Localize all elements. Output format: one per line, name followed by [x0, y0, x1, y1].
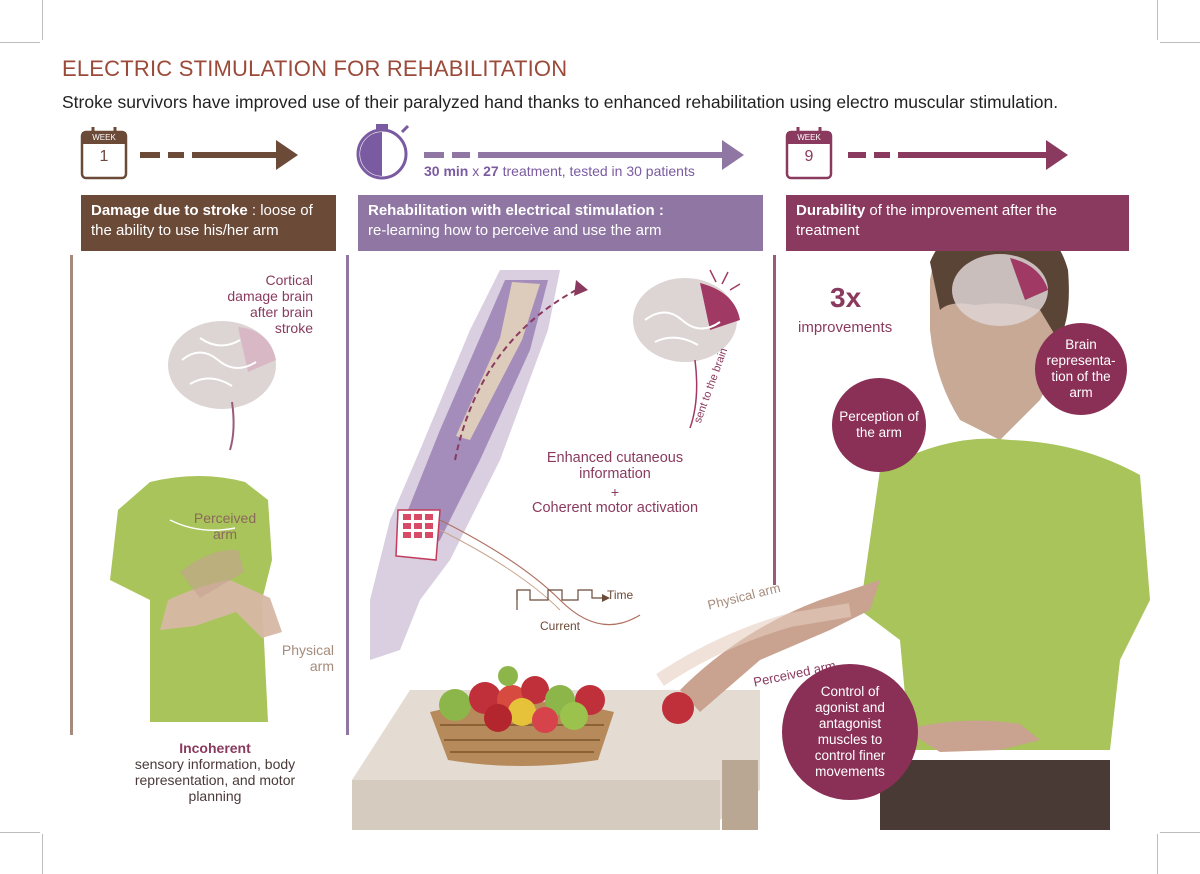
- page-title: ELECTRIC STIMULATION FOR REHABILITATION: [62, 56, 568, 81]
- brain-icon: [168, 321, 276, 451]
- fruit-basket: [430, 666, 614, 766]
- arrow-head: [276, 140, 298, 170]
- week-1-label: WEEK: [92, 133, 116, 142]
- crop-mark: [1160, 832, 1200, 833]
- arm-illustration: [370, 270, 641, 660]
- banner-damage-bold: Damage due to stroke: [91, 202, 248, 219]
- crop-mark: [1160, 42, 1200, 43]
- calendar-icon: [80, 127, 128, 180]
- brain-representation-circle: Brain representa-tion of the arm: [1035, 323, 1127, 415]
- improvement-value: 3x: [830, 282, 862, 313]
- banner-rehab: Rehabilitation with electrical stimulati…: [358, 195, 763, 251]
- control-circle: Control of agonist and antagonist muscle…: [782, 664, 918, 800]
- incoherent-rest: sensory information, body representation…: [134, 756, 296, 804]
- incoherent-label: Incoherent sensory information, body rep…: [120, 740, 310, 804]
- perception-circle: Perception of the arm: [832, 378, 926, 472]
- banner-rehab-rest: re-learning how to perceive and use the …: [368, 222, 662, 239]
- crop-mark: [1157, 0, 1158, 40]
- crop-mark: [0, 42, 40, 43]
- crop-mark: [0, 832, 40, 833]
- physical-arm-label: Physical arm: [281, 642, 334, 674]
- divider-line: [773, 255, 776, 585]
- plus-label: +: [610, 484, 620, 500]
- current-label: Current: [540, 619, 581, 633]
- brain-icon: [633, 269, 741, 429]
- treatment-times: x: [472, 163, 480, 179]
- treatment-rest: treatment, tested in 30 patients: [502, 163, 695, 179]
- banner-durability-rest: of the improvement after the treatment: [796, 202, 1057, 239]
- arrow-head: [1046, 140, 1068, 170]
- divider-line: [346, 255, 349, 735]
- week-1-number: 1: [99, 148, 109, 165]
- treatment-label: 30 min x 27 treatment, tested in 30 pati…: [424, 163, 695, 179]
- improvement-label: improvements: [798, 319, 893, 336]
- arrow-head: [722, 140, 744, 170]
- crop-mark: [42, 0, 43, 40]
- perceived-arm-label: Perceived arm: [193, 510, 257, 542]
- stopwatch-icon: [356, 124, 410, 180]
- week-9-number: 9: [804, 148, 814, 165]
- pulse-graph: [516, 589, 610, 610]
- time-label: Time: [607, 588, 634, 602]
- banner-damage: Damage due to stroke : loose of the abil…: [81, 195, 336, 251]
- brain-representation-label: Brain representa-tion of the arm: [1046, 337, 1116, 400]
- week-9-label: WEEK: [797, 133, 821, 142]
- treatment-duration: 30 min: [424, 163, 469, 179]
- banner-damage-rest: : loose of the ability to use his/her ar…: [91, 202, 313, 239]
- perception-label: Perception of the arm: [839, 409, 919, 440]
- banner-durability: Durability of the improvement after the …: [786, 195, 1129, 251]
- coherent-label: Coherent motor activation: [531, 500, 699, 516]
- enhanced-label: Enhanced cutaneous information: [546, 450, 684, 482]
- divider-line: [70, 255, 73, 735]
- crop-mark: [42, 834, 43, 874]
- treatment-count: 27: [483, 163, 499, 179]
- control-label: Control of agonist and antagonist muscle…: [814, 684, 886, 779]
- page-subtitle: Stroke survivors have improved use of th…: [62, 92, 1059, 112]
- banner-rehab-bold: Rehabilitation with electrical stimulati…: [368, 202, 664, 219]
- calendar-icon: [785, 127, 833, 180]
- crop-mark: [1157, 834, 1158, 874]
- incoherent-bold: Incoherent: [179, 740, 251, 756]
- banner-durability-bold: Durability: [796, 202, 866, 219]
- cortical-damage-label: Cortical damage brain after brain stroke: [227, 272, 313, 336]
- person-torso: [110, 476, 282, 722]
